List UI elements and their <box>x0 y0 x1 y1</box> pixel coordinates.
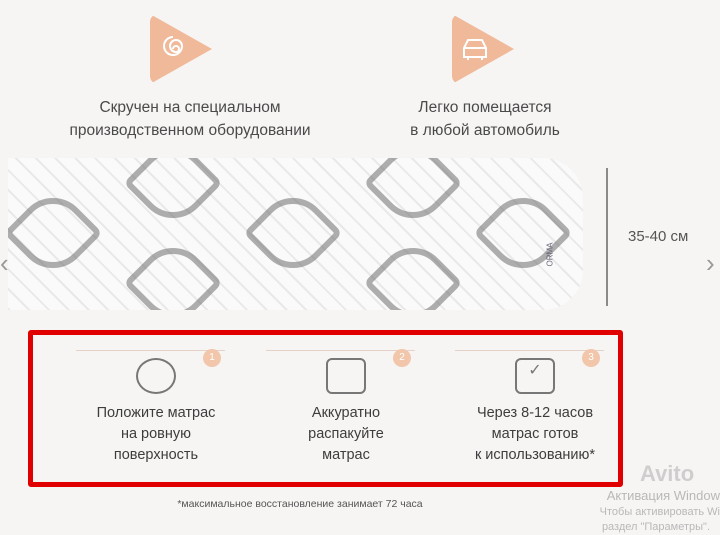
step-number: 1 <box>203 349 221 367</box>
step-number: 3 <box>582 349 600 367</box>
step-chevron <box>455 350 630 470</box>
car-icon-badge <box>452 14 514 84</box>
step-line: Через 8-12 часов <box>476 405 594 421</box>
step-line: к использованию* <box>474 447 596 463</box>
feature-car: Легко помещается в любой автомобиль <box>370 96 600 142</box>
feature-text: в любой автомобиль <box>410 122 560 139</box>
step-line: матрас <box>322 447 370 463</box>
mattress-unroll-icon <box>136 358 176 394</box>
step-2: 2 Аккуратно распакуйте матрас <box>266 349 441 470</box>
step-line: на ровную <box>120 426 192 442</box>
step-line: поверхность <box>113 447 199 463</box>
spiral-icon-badge <box>150 14 212 84</box>
mattress-check-icon: ✓ <box>515 358 555 394</box>
brand-tag: ORMA <box>545 242 555 267</box>
step-line: Аккуратно <box>311 405 381 421</box>
step-line: Положите матрас <box>96 405 216 421</box>
mattress-icon <box>326 358 366 394</box>
car-icon <box>463 39 487 60</box>
feature-text: Скручен на специальном <box>99 99 281 116</box>
step-number: 2 <box>393 349 411 367</box>
rolled-mattress-image: ORMA <box>8 158 583 310</box>
feature-rolled: Скручен на специальном производственном … <box>50 96 330 142</box>
step-chevron <box>76 350 251 470</box>
step-text: Аккуратно распакуйте матрас <box>266 403 426 466</box>
check-icon: ✓ <box>528 362 542 379</box>
windows-activation-text: раздел "Параметры". <box>601 521 710 533</box>
height-label: 35-40 см <box>628 228 689 245</box>
windows-activation-text: Чтобы активировать Wi <box>599 506 720 518</box>
step-text: Положите матрас на ровную поверхность <box>76 403 236 466</box>
feature-text: производственном оборудовании <box>69 122 311 139</box>
height-arrow <box>606 168 608 306</box>
step-line: матрас готов <box>491 426 579 442</box>
step-1: 1 Положите матрас на ровную поверхность <box>76 349 251 470</box>
next-arrow[interactable]: › <box>706 248 715 278</box>
avito-watermark-logo: Avito <box>640 461 695 486</box>
feature-text: Легко помещается <box>418 99 552 116</box>
step-chevron <box>266 350 441 470</box>
windows-activation-title: Активация Window <box>606 488 720 503</box>
prev-arrow[interactable]: ‹ <box>0 248 9 278</box>
step-line: распакуйте <box>308 426 384 442</box>
step-text: Через 8-12 часов матрас готов к использова… <box>435 403 635 466</box>
step-3: 3 ✓ Через 8-12 часов матрас готов к исполь… <box>455 349 630 470</box>
footnote: *максимальное восстановление занимает 72… <box>177 498 423 510</box>
highlight-box <box>28 330 623 487</box>
spiral-icon <box>163 36 184 56</box>
